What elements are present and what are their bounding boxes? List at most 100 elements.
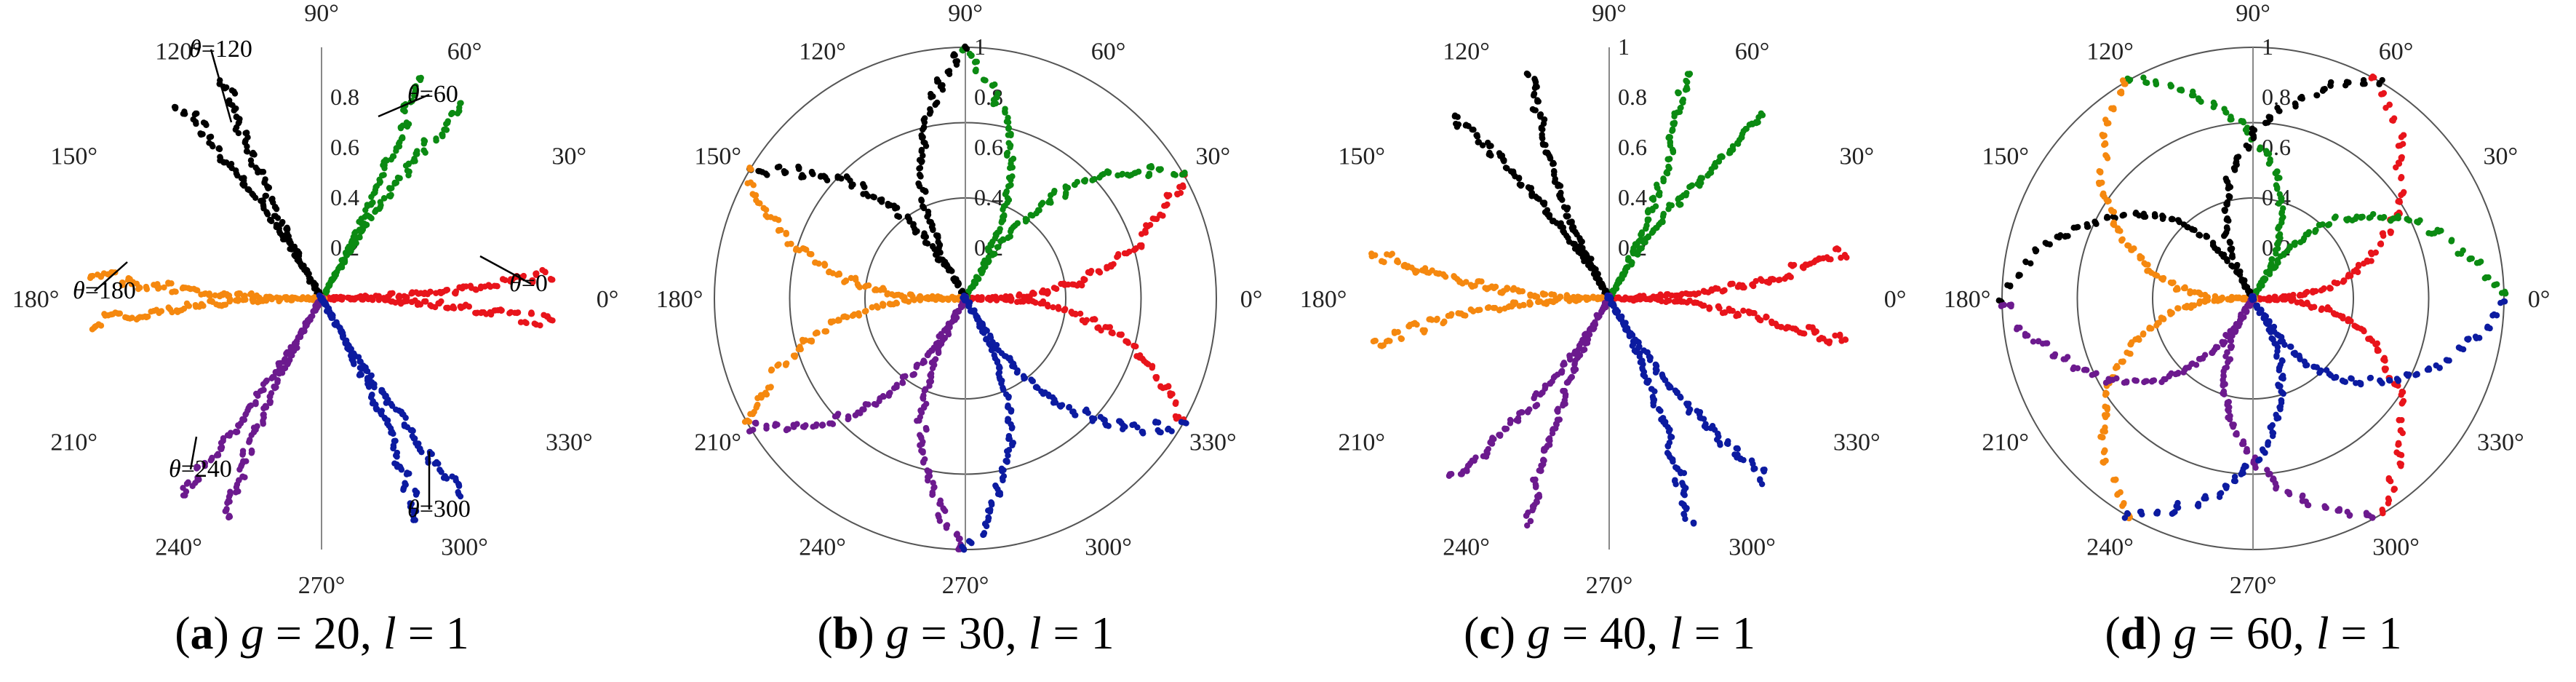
series-b-4 <box>746 293 970 553</box>
point-b-2 <box>912 229 919 236</box>
angle-label-c-7: 240° <box>1443 534 1490 560</box>
point-d-3 <box>2153 272 2161 279</box>
point-d-4 <box>2246 303 2253 309</box>
point-d-2 <box>2276 108 2283 114</box>
point-a-3 <box>153 306 160 313</box>
annotation-arrow-1 <box>378 93 430 118</box>
point-b-2 <box>865 193 872 199</box>
point-b-3 <box>764 214 771 221</box>
point-c-5 <box>1685 400 1692 407</box>
annotation-2: θ=0 <box>479 255 548 297</box>
series-d-4 <box>1998 293 2376 521</box>
point-d-4 <box>2272 480 2278 487</box>
point-d-3 <box>2096 181 2102 188</box>
point-a-3 <box>186 303 193 309</box>
point-b-5 <box>1000 467 1007 474</box>
point-b-2 <box>933 99 941 106</box>
point-b-2 <box>936 242 944 248</box>
angle-label-a-11: 120° <box>155 39 202 66</box>
point-c-1 <box>1665 135 1672 141</box>
point-c-5 <box>1652 361 1659 368</box>
point-a-5 <box>409 427 415 434</box>
point-c-1 <box>1624 257 1632 263</box>
point-d-4 <box>2226 416 2233 423</box>
point-d-1 <box>2343 216 2350 223</box>
point-d-4 <box>2030 338 2037 345</box>
point-c-3 <box>1389 250 1395 257</box>
point-c-1 <box>1697 175 1704 181</box>
point-b-5 <box>1129 421 1136 429</box>
point-b-5 <box>1178 419 1185 425</box>
point-d-3 <box>2097 169 2104 176</box>
point-b-4 <box>819 422 826 429</box>
point-a-2 <box>231 107 237 114</box>
point-d-3 <box>2198 291 2204 298</box>
point-c-2 <box>1557 183 1564 189</box>
point-b-1 <box>1000 236 1006 243</box>
point-b-4 <box>923 427 930 433</box>
point-c-5 <box>1642 373 1648 380</box>
point-c-0 <box>1691 299 1699 306</box>
point-d-1 <box>2153 81 2160 88</box>
point-a-5 <box>339 333 346 340</box>
point-d-5 <box>2217 491 2223 497</box>
point-b-1 <box>1004 149 1011 156</box>
point-d-2 <box>2229 254 2236 261</box>
point-c-2 <box>1538 125 1545 132</box>
point-b-5 <box>996 369 1003 376</box>
point-d-3 <box>2242 296 2249 303</box>
point-c-3 <box>1483 286 1491 293</box>
point-d-0 <box>2396 416 2402 424</box>
point-b-5 <box>1117 418 1123 425</box>
point-a-0 <box>514 309 522 316</box>
point-c-2 <box>1451 112 1459 119</box>
point-b-2 <box>941 261 947 268</box>
point-c-4 <box>1485 445 1491 453</box>
point-b-3 <box>937 295 944 301</box>
point-c-3 <box>1496 306 1504 313</box>
point-a-5 <box>325 305 332 312</box>
point-b-5 <box>968 539 975 547</box>
point-c-4 <box>1549 430 1556 437</box>
point-d-2 <box>2151 211 2158 218</box>
point-b-3 <box>757 392 765 399</box>
point-c-2 <box>1532 77 1539 84</box>
point-d-1 <box>2273 183 2281 191</box>
point-a-2 <box>180 111 187 117</box>
point-b-4 <box>876 397 882 405</box>
annotation-text-3: θ=180 <box>73 277 136 304</box>
point-d-2 <box>2359 81 2366 87</box>
point-a-0 <box>541 312 547 318</box>
point-a-4 <box>215 451 221 457</box>
point-d-0 <box>2380 356 2387 363</box>
point-c-4 <box>1586 331 1593 338</box>
point-b-4 <box>954 308 961 314</box>
point-d-4 <box>2346 512 2353 519</box>
point-b-5 <box>1029 378 1036 384</box>
angle-label-d-3: 0° <box>2528 286 2551 313</box>
point-d-3 <box>2135 335 2142 341</box>
point-d-5 <box>2248 295 2255 301</box>
point-a-4 <box>220 435 227 442</box>
point-d-1 <box>2380 215 2386 221</box>
point-d-1 <box>2312 229 2318 235</box>
point-d-2 <box>2221 232 2228 239</box>
caption-a: (a) g = 20, l = 1 <box>175 607 469 659</box>
point-d-4 <box>2250 459 2257 466</box>
point-d-2 <box>2225 193 2232 199</box>
point-b-3 <box>887 301 893 308</box>
point-c-1 <box>1683 189 1690 197</box>
point-d-3 <box>2103 390 2110 397</box>
radial-tick-c-3: 0.8 <box>1618 84 1647 110</box>
point-b-2 <box>885 202 892 209</box>
point-b-2 <box>954 58 961 65</box>
annotation-3: θ=180 <box>73 261 136 304</box>
point-b-5 <box>989 501 995 508</box>
point-a-0 <box>531 320 538 327</box>
point-b-5 <box>1008 408 1015 415</box>
point-b-0 <box>1151 215 1158 222</box>
series-b-5 <box>959 292 1189 553</box>
point-d-5 <box>2265 442 2271 448</box>
point-b-2 <box>944 68 951 75</box>
point-a-4 <box>226 513 234 520</box>
